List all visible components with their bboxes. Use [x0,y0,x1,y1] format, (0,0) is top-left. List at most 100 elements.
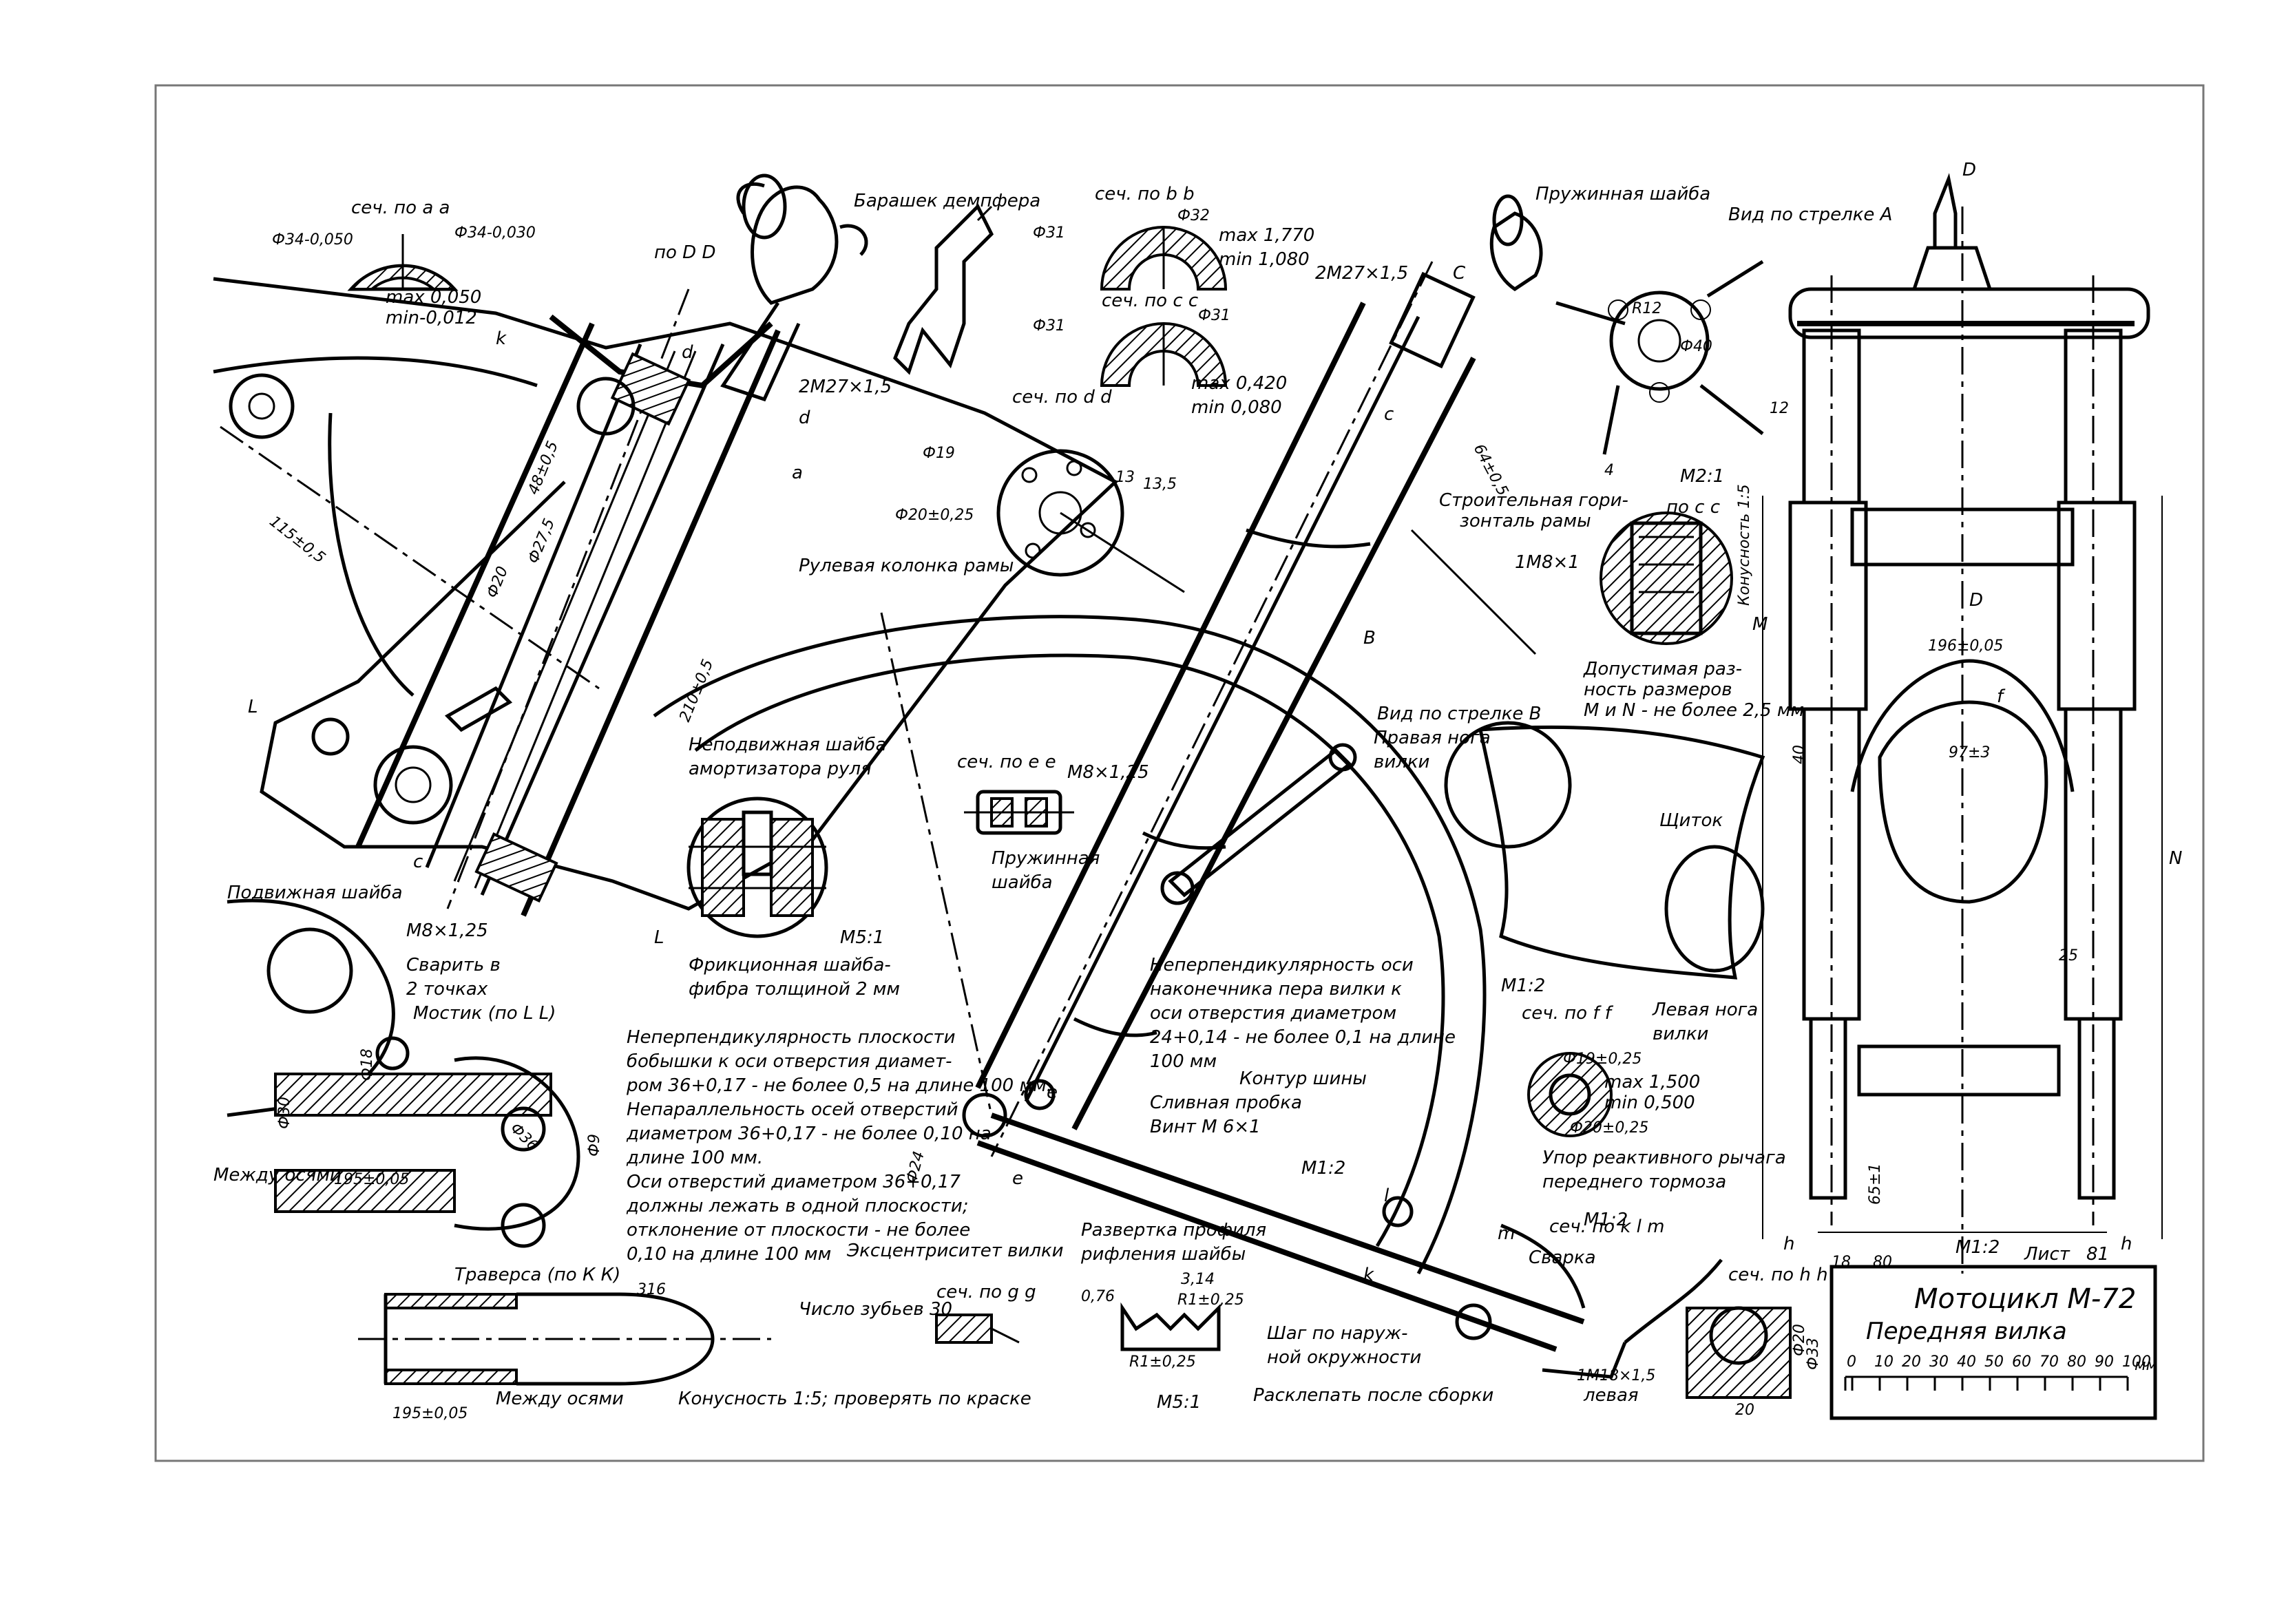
r1-025a-label: R1±0,25 [1177,1291,1244,1309]
neperp-osi4-label: 24+0,14 - не более 0,1 на длине [1150,1027,1456,1048]
dim-196-label: 196±0,05 [1928,637,2003,655]
sec-ff-label: сеч. по f f [1522,1003,1614,1024]
svarka-label: Сварка [1529,1247,1596,1268]
section-ff-detail [1527,1052,1613,1137]
letter-m-lower: m [1498,1223,1515,1244]
dim-97-label: 97±3 [1949,744,1990,761]
frik-shayba-label: Фрикционная шайба- [689,955,891,976]
wheel-contour [653,612,1487,1275]
dim-9-label: Ф9 [586,1134,603,1157]
amort-rulya-label: амортизатора руля [689,759,872,779]
m12-mid-label: М1:2 [1501,976,1545,996]
phi40-label: Ф40 [1680,338,1712,355]
sec-ff-d2-label: Ф20±0,25 [1570,1119,1648,1137]
chislo-zubev-label: Число зубьев 30 [799,1299,952,1320]
letter-l-left: L [248,697,258,717]
razvertka2-label: рифления шайбы [1080,1244,1246,1265]
vid-po-strelke-b-label: Вид по стрелке В [1377,704,1542,724]
sec-cc-label: сеч. по c c [1102,291,1198,311]
rulevaya-label: Рулевая колонка рамы [799,556,1014,576]
frik-shayba2-label: фибра толщиной 2 мм [689,979,900,1000]
m8x1-label: 1М8×1 [1515,552,1580,573]
sec-hh-label: сеч. по h h [1728,1265,1828,1285]
letter-c-mid: c [1384,404,1394,425]
sec-bb-label: сеч. по b b [1095,184,1195,204]
dim-18-label: Ф18 [359,1048,376,1081]
sec-cc-d2-label: Ф31 [1198,307,1230,324]
letter-e-bottom: e [1012,1168,1023,1189]
dim-314-label: 3,14 [1181,1271,1215,1288]
scale-tick-label: 80 [2067,1353,2086,1371]
shag-label: Шаг по наруж- [1267,1323,1407,1344]
r1-025b-label: R1±0,25 [1129,1353,1196,1371]
svarit2-label: 2 точках [406,979,488,1000]
vid-po-strelke-a-label: Вид по стрелке А [1728,204,1892,225]
section-bb-detail [1100,226,1228,291]
sec-bb-max-label: max 1,770 [1219,225,1314,246]
sec-cc-min-label: min 0,080 [1191,397,1282,418]
letter-k-bottom: k [1363,1265,1374,1285]
note-line-2: бобышки к оси отверстия диамет- [627,1051,952,1072]
po-cc-label: по с с [1666,497,1720,518]
m51b-label: М5:1 [1157,1392,1201,1413]
sec-bb-d1-label: Ф31 [1033,224,1065,242]
dopusk-label: Допустимая раз- [1583,659,1742,679]
title-block [1829,1265,2157,1420]
dopusk3-label: М и N - не более 2,5 мм [1584,700,1804,721]
podv-shayba-label: Подвижная шайба [227,883,403,903]
m8x125-e-label: М8×1,25 [1067,762,1149,783]
slivnaya2-label: Винт М 6×1 [1150,1117,1261,1137]
scale-tick-label: 60 [2012,1353,2031,1371]
dim-40-label: 40 [1791,745,1808,764]
letter-a: a [792,463,803,483]
dim-195-label: 195±0,05 [334,1171,409,1188]
dim-076-label: 0,76 [1081,1288,1115,1305]
neperp-osi-label: Неперпендикулярность оси [1150,955,1414,976]
scale-tick-label: 40 [1957,1353,1976,1371]
sec-gg-label: сеч. по g g [936,1282,1036,1303]
pruzh-shayba-mid-label: Пружинная [992,848,1100,869]
dim-210-label: 210±0,5 [676,657,717,724]
letter-c-left: c [413,852,423,872]
note-line-9: отклонение от плоскости - не более [627,1220,970,1241]
scale-unit: мм [2135,1357,2157,1374]
scale-tick-label: 20 [1902,1353,1921,1371]
sec-cc-max-label: max 0,420 [1191,373,1287,394]
sec-aa-label: сеч. по a a [351,198,450,218]
phi19-label: Ф19 [923,445,955,462]
sheet-subtitle: Передняя вилка [1866,1318,2067,1345]
scale-tick-label: 70 [2039,1353,2059,1371]
fork-front-view [1762,173,2163,1274]
dim-80-label: 80 [1873,1254,1892,1271]
sec-cc-d1-label: Ф31 [1033,317,1065,335]
neperp-osi2-label: наконечника пера вилки к [1150,979,1402,1000]
section-cc-m21-detail [1600,512,1733,645]
sheet-label: Лист [2024,1244,2070,1265]
friction-washer-detail [686,797,828,938]
view-b-detail [1444,721,1765,980]
note-line-8: должны лежать в одной плоскости; [626,1196,969,1216]
letter-e-top: e [1047,1082,1058,1103]
dim-20b-label: 20 [1735,1402,1754,1419]
section-cc-detail [1100,322,1228,387]
note-line-4: Непараллельность осей отверстий [627,1099,958,1120]
letter-d-top: D [1962,160,1976,180]
sec-dd-label: сеч. по d d [1012,387,1112,408]
pravaya-noga2-label: вилки [1374,752,1429,772]
dim-65-label: 65±1 [1867,1163,1884,1205]
note-line-5: диаметром 36+0,17 - не более 0,10 на [626,1124,992,1144]
upor2-label: переднего тормоза [1542,1172,1726,1192]
letter-m: М [1752,614,1768,635]
pruzh-shayba-mid2-label: шайба [992,872,1053,893]
dim-30-label: Ф30 [276,1097,293,1129]
letter-l-right: L [654,927,664,948]
konus-15-label: Конусность 1:5; проверять по краске [678,1389,1031,1409]
razvertka-label: Развертка профиля [1081,1220,1266,1241]
letter-n: N [2169,848,2182,869]
m51-label: М5:1 [840,927,884,948]
m21-label: М2:1 [1680,466,1724,487]
sec-ff-d1-label: Ф19±0,25 [1563,1051,1642,1068]
scale-tick-label: 50 [1984,1353,2004,1371]
shitok-label: Щиток [1659,810,1723,831]
